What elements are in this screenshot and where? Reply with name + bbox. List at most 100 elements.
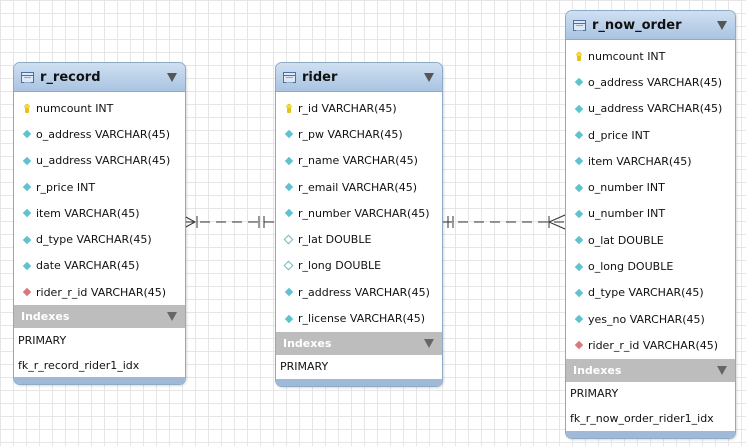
collapse-triangle-icon[interactable]	[717, 20, 727, 30]
indexes-header[interactable]: Indexes	[566, 358, 735, 382]
collapse-triangle-icon[interactable]	[717, 365, 727, 375]
table-name: r_now_order	[592, 17, 682, 33]
index-item[interactable]: fk_r_now_order_rider1_idx	[570, 411, 714, 425]
column-icon	[21, 261, 32, 271]
column-row[interactable]: o_address VARCHAR(45)	[14, 121, 185, 147]
column-row[interactable]: rider_r_id VARCHAR(45)	[566, 332, 735, 358]
diamond-icon	[574, 314, 583, 324]
relationship-rider-r_now_order	[442, 214, 566, 230]
diamond-icon	[22, 235, 31, 244]
collapse-triangle-icon[interactable]	[167, 72, 177, 82]
column-row[interactable]: rider_r_id VARCHAR(45)	[14, 279, 185, 305]
key-icon	[285, 103, 292, 113]
column-row[interactable]: r_lat DOUBLE	[276, 226, 442, 252]
index-list: PRIMARY	[276, 355, 442, 380]
index-list: PRIMARY fk_r_record_rider1_idx	[14, 328, 185, 377]
column-label: r_long DOUBLE	[298, 259, 382, 273]
column-icon	[573, 183, 584, 192]
column-row[interactable]: item VARCHAR(45)	[566, 148, 735, 174]
column-icon	[21, 130, 32, 139]
table-rider[interactable]: rider r_id VARCHAR(45)r_pw VARCHAR(45)r_…	[275, 62, 443, 388]
column-row[interactable]: numcount INT	[566, 43, 735, 69]
diamond-icon	[574, 157, 583, 166]
column-icon	[573, 130, 584, 140]
red-diamond-icon	[574, 341, 583, 350]
table-name: rider	[302, 69, 338, 85]
column-row[interactable]: o_address VARCHAR(45)	[566, 69, 735, 95]
table-header[interactable]: rider	[276, 63, 442, 92]
column-row[interactable]: r_price INT	[14, 174, 185, 200]
column-row[interactable]: numcount INT	[14, 95, 185, 121]
column-row[interactable]: yes_no VARCHAR(45)	[566, 306, 735, 332]
column-row[interactable]: r_number VARCHAR(45)	[276, 200, 442, 226]
column-icon	[573, 78, 584, 87]
index-item[interactable]: PRIMARY	[570, 387, 619, 401]
column-list: r_id VARCHAR(45)r_pw VARCHAR(45)r_name V…	[276, 92, 442, 332]
diamond-icon	[22, 261, 31, 271]
column-icon	[283, 287, 294, 297]
diamond-icon	[574, 288, 583, 298]
column-label: o_address VARCHAR(45)	[36, 127, 171, 141]
column-row[interactable]: o_number INT	[566, 174, 735, 200]
column-row[interactable]: item VARCHAR(45)	[14, 200, 185, 226]
relationship-r_record-rider	[183, 215, 275, 229]
index-item[interactable]: PRIMARY	[18, 334, 67, 348]
column-label: r_number VARCHAR(45)	[298, 206, 430, 220]
column-row[interactable]: r_address VARCHAR(45)	[276, 279, 442, 305]
table-icon	[573, 19, 586, 31]
indexes-header[interactable]: Indexes	[14, 305, 185, 329]
column-label: u_address VARCHAR(45)	[36, 154, 171, 168]
column-icon	[573, 288, 584, 298]
column-row[interactable]: o_lat DOUBLE	[566, 227, 735, 253]
column-row[interactable]: r_email VARCHAR(45)	[276, 174, 442, 200]
column-icon	[283, 103, 294, 113]
column-row[interactable]: u_address VARCHAR(45)	[14, 148, 185, 174]
column-row[interactable]: u_number INT	[566, 201, 735, 227]
column-row[interactable]: u_address VARCHAR(45)	[566, 96, 735, 122]
column-row[interactable]: r_long DOUBLE	[276, 253, 442, 279]
diamond-icon	[574, 183, 583, 192]
column-label: d_price INT	[588, 128, 650, 142]
index-item[interactable]: fk_r_record_rider1_idx	[18, 358, 140, 372]
diamond-icon	[284, 130, 293, 139]
red-diamond-icon	[22, 287, 31, 297]
column-icon	[573, 104, 584, 113]
diamond-icon	[284, 287, 293, 297]
column-row[interactable]: o_long DOUBLE	[566, 253, 735, 279]
table-r_record[interactable]: r_record numcount INT o_address VARCHAR(4…	[13, 62, 186, 386]
table-header[interactable]: r_now_order	[566, 11, 735, 40]
indexes-header[interactable]: Indexes	[276, 331, 442, 355]
table-name: r_record	[40, 69, 101, 85]
collapse-triangle-icon[interactable]	[424, 72, 434, 82]
column-row[interactable]: d_type VARCHAR(45)	[566, 280, 735, 306]
collapse-triangle-icon[interactable]	[167, 312, 177, 322]
diamond-icon	[574, 262, 583, 271]
column-row[interactable]: d_type VARCHAR(45)	[14, 226, 185, 252]
index-list: PRIMARY fk_r_now_order_rider1_idx	[566, 382, 735, 431]
diamond-icon	[22, 182, 31, 192]
column-row[interactable]: r_id VARCHAR(45)	[276, 95, 442, 121]
diamond-icon	[284, 209, 293, 218]
column-row[interactable]: r_pw VARCHAR(45)	[276, 121, 442, 147]
column-icon	[21, 287, 32, 297]
column-row[interactable]: d_price INT	[566, 122, 735, 148]
column-label: date VARCHAR(45)	[36, 259, 140, 273]
column-label: rider_r_id VARCHAR(45)	[36, 285, 167, 299]
indexes-label: Indexes	[283, 336, 332, 350]
column-label: r_lat DOUBLE	[298, 233, 372, 247]
collapse-triangle-icon[interactable]	[424, 338, 434, 348]
column-label: numcount INT	[36, 101, 114, 115]
column-row[interactable]: r_name VARCHAR(45)	[276, 148, 442, 174]
column-icon	[21, 182, 32, 192]
column-label: u_address VARCHAR(45)	[588, 102, 723, 116]
column-label: r_email VARCHAR(45)	[298, 180, 417, 194]
table-footer	[276, 379, 442, 387]
diamond-icon	[284, 182, 293, 192]
index-item[interactable]: PRIMARY	[280, 360, 329, 374]
diamond-icon	[574, 78, 583, 87]
column-row[interactable]: date VARCHAR(45)	[14, 253, 185, 279]
table-header[interactable]: r_record	[14, 63, 185, 92]
column-row[interactable]: r_license VARCHAR(45)	[276, 305, 442, 331]
